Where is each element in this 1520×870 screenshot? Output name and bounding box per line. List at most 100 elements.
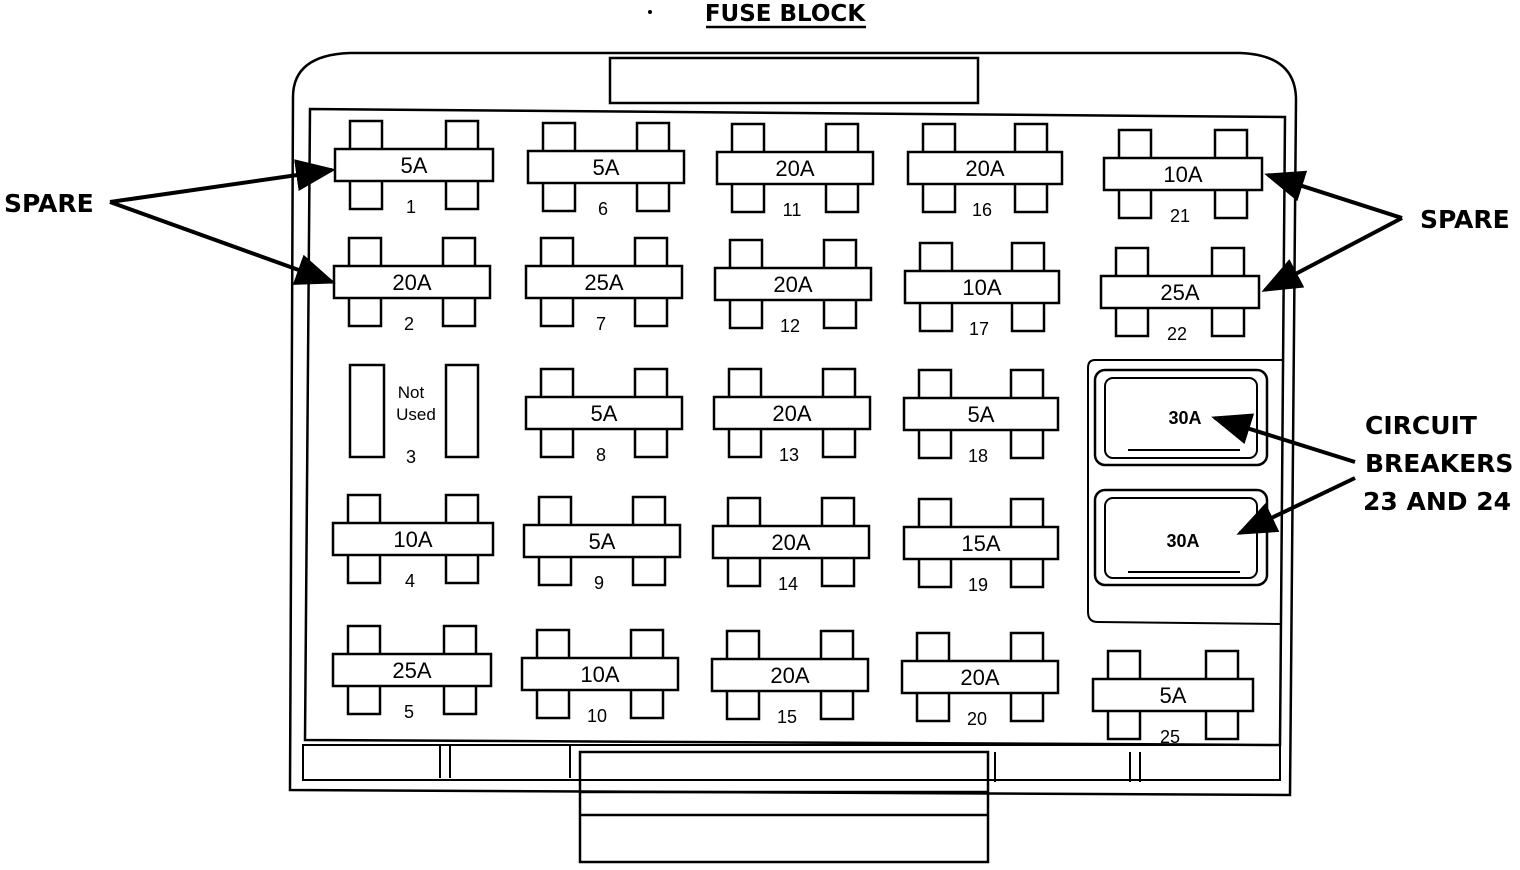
fuse-body [715,150,875,186]
circuit-breaker-24-rating: 30A [1166,531,1199,551]
arrow-spare-fuse-22 [1261,216,1403,292]
fuse-rating: 10A [580,662,619,687]
fuse-rating: 5A [1160,683,1187,708]
fuse-terminal [821,423,857,459]
arrow-spare-fuse-1 [109,159,336,204]
fuse-number: 17 [969,319,989,339]
fuse-terminal [822,294,858,330]
fuse-terminal [917,553,953,589]
title-dot [648,10,652,14]
fuse-body [902,525,1060,561]
fuse-terminal [346,624,382,660]
circuit-breaker-23-rating: 30A [1168,408,1201,428]
fuse-terminal [635,121,671,157]
fuse-terminal [539,292,575,328]
fuse-terminal [633,292,669,328]
fuse-body [902,396,1060,432]
fuse-terminal [1010,241,1046,277]
fuse-terminal [728,294,764,330]
fuse-number: 20 [967,709,987,729]
fuse-body [526,149,686,185]
fuse-terminal [1013,122,1049,158]
fuse-number: 15 [777,707,797,727]
fuse-terminal [539,367,575,403]
fuse-9: 5A9 [522,495,682,593]
fuse-body [522,523,682,559]
fuse-body [331,652,493,688]
fuse-rating: 5A [968,402,995,427]
fuse-number: 25 [1160,727,1180,747]
fuse-rating: 5A [589,529,616,554]
fuse-terminal [819,685,855,721]
fuse-3-slot: Not Used 3 [348,363,480,467]
fuse-number: 13 [779,445,799,465]
spare-label-left: SPARE [4,189,94,218]
fuse-number: 5 [404,702,414,722]
fuse-number: 8 [596,445,606,465]
fuse-terminal [1114,302,1150,338]
fuse-1: 5A1 [333,119,495,217]
fuse-rating: 20A [771,530,810,555]
fuse-body [524,264,684,300]
fuse-body [1102,156,1264,192]
fuse-number: 7 [596,314,606,334]
fuse-terminal [1009,424,1045,460]
fuse-terminal [633,367,669,403]
fuse-number: 4 [405,571,415,591]
fuse-body [712,395,872,431]
fuse-terminal [631,551,667,587]
fuse-terminal [346,549,382,585]
fuse-rating: 25A [584,270,623,295]
fuse-terminal [921,178,957,214]
fuse-terminal [921,122,957,158]
fuse-3-terminal-right [444,363,480,459]
arrow-spare-fuse-2 [109,200,336,285]
fuse-body [524,395,684,431]
fuse-terminal [727,367,763,403]
fuse-body [331,521,495,557]
arrow-circuit-breaker-24 [1236,476,1356,535]
fuse-body [710,657,870,693]
fuse-terminal [442,624,478,660]
fuse-block-housing [288,51,1298,864]
fuse-3-label-line2: Used [396,405,436,424]
fuse-rating: 10A [1163,162,1202,187]
spare-label-right: SPARE [1420,205,1510,234]
fuse-number: 2 [404,314,414,334]
fuse-terminal [820,496,856,532]
fuse-terminal [824,178,860,214]
fuse-terminal [1009,631,1045,667]
fuse-rating: 15A [961,531,1000,556]
fuse-terminal [725,629,761,665]
circuit-breakers-label-line1: CIRCUIT [1365,411,1477,440]
fuse-rating: 10A [962,275,1001,300]
fuse-6: 5A6 [526,121,686,219]
fuse-terminal [1117,128,1153,164]
fuse-number: 16 [972,200,992,220]
fuse-terminal [539,423,575,459]
fuse-number: 18 [968,446,988,466]
fuse-rating: 5A [591,401,618,426]
fuse-rating: 20A [773,272,812,297]
fuse-terminal [444,175,480,211]
fuse-3-terminal-left [348,363,386,459]
fuse-terminal [633,423,669,459]
fuse-terminal [725,685,761,721]
fuse-number: 21 [1170,206,1190,226]
arrow-spare-fuse-21 [1264,170,1403,220]
fuse-terminal [726,552,762,588]
fuse-rating: 20A [392,270,431,295]
fuse-number: 1 [406,197,416,217]
fuse-grid: 5A120A210A425A55A625A75A85A910A1020A1120… [331,119,1264,747]
fuse-number: 12 [780,316,800,336]
fuse-terminal [441,292,477,328]
fuse-body [900,659,1060,695]
page-title: FUSE BLOCK [705,1,866,27]
circuit-breaker-24: 30A [1093,488,1269,587]
fuse-terminal [730,122,766,158]
